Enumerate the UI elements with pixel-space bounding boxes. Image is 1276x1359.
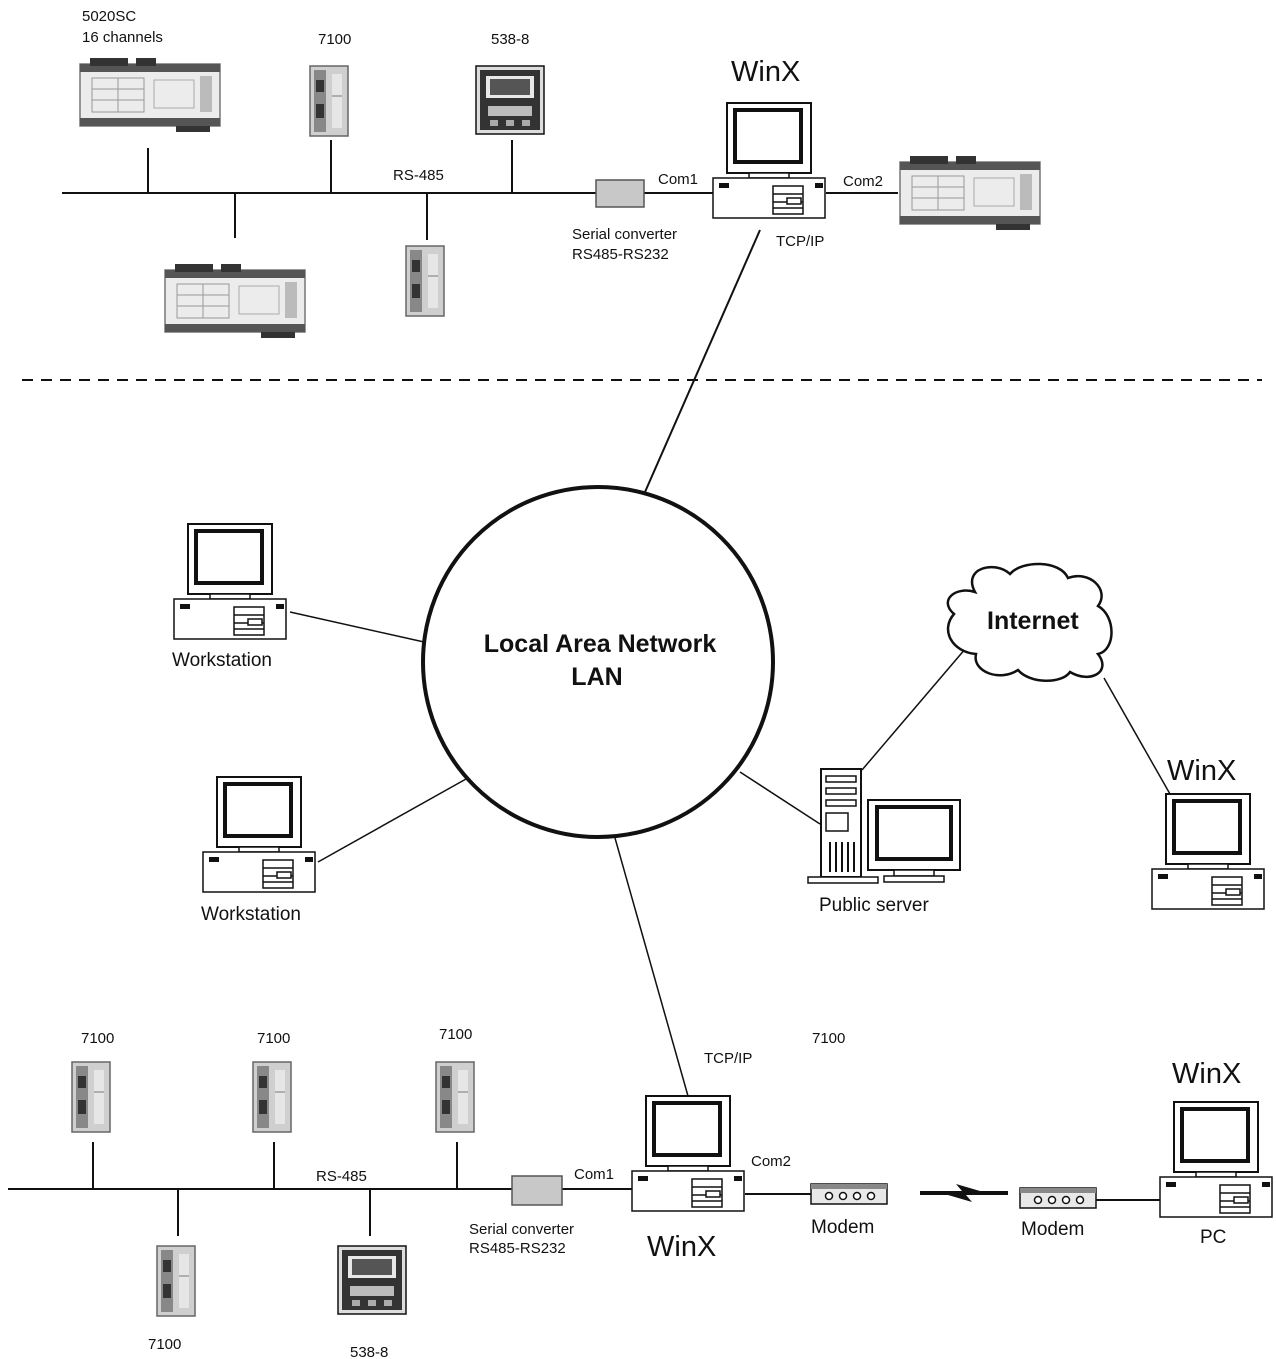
bottom-modem-2 [1019,1187,1097,1209]
bottom-7100-label-3: 7100 [439,1026,472,1043]
bottom-converter-label: Serial converter [469,1221,574,1238]
bottom-7100-device-1 [71,1061,111,1133]
top-converter-label: Serial converter [572,226,677,243]
workstation-1-computer [172,522,288,641]
bottom-winx-label: WinX [647,1231,716,1263]
top-7100-label: 7100 [318,31,351,48]
bottom-7100-device-3 [435,1061,475,1133]
lan-subtitle: LAN [571,663,622,691]
internet-cloud [946,562,1113,682]
top-7100-device-lower [405,245,445,317]
public-server-computer [807,768,961,884]
bottom-tcpip-label: TCP/IP [704,1050,752,1067]
lan-title: Local Area Network [484,630,717,658]
bottom-serial-converter [511,1175,563,1206]
lan-connections [289,611,1171,1097]
top-winx-label: WinX [731,56,800,88]
remote-winx-label: WinX [1167,755,1236,787]
top-538-label: 538-8 [491,31,529,48]
bottom-7100-label-2: 7100 [257,1030,290,1047]
lan-circle [421,485,775,839]
top-tcpip-label: TCP/IP [776,233,824,250]
remote-winx-computer [1150,792,1266,911]
internet-label: Internet [987,607,1079,635]
bottom-modem-1-label: Modem [811,1217,874,1238]
top-converter-sublabel: RS485-RS232 [572,246,669,263]
bottom-pc-computer [1158,1100,1274,1219]
top-5020sc-device-lower [164,263,306,339]
bottom-connections [8,1142,1160,1236]
top-5020sc-device [79,57,221,133]
bottom-rs485-label: RS-485 [316,1168,367,1185]
bottom-7100-label-4: 7100 [812,1030,845,1047]
bottom-7100-label-5: 7100 [148,1336,181,1353]
bottom-538-meter [337,1245,407,1315]
top-com1-label: Com1 [658,171,698,188]
top-5020sc-label: 5020SC [82,8,136,25]
top-7100-device [309,65,349,137]
lightning-link-icon [920,1184,1008,1202]
top-serial-converter [595,179,645,208]
bottom-modem-2-label: Modem [1021,1219,1084,1240]
bottom-7100-label-1: 7100 [81,1030,114,1047]
public-server-label: Public server [819,895,929,916]
bottom-pc-label: PC [1200,1227,1226,1248]
top-5020sc-sublabel: 16 channels [82,29,163,46]
top-538-meter [475,65,545,135]
bottom-modem-1 [810,1183,888,1205]
bottom-com2-label: Com2 [751,1153,791,1170]
workstation-1-label: Workstation [172,650,272,671]
bottom-pc-winx-label: WinX [1172,1058,1241,1090]
top-winx-computer [711,101,827,220]
top-rs485-label: RS-485 [393,167,444,184]
top-com2-label: Com2 [843,173,883,190]
bottom-converter-sublabel: RS485-RS232 [469,1240,566,1257]
workstation-2-label: Workstation [201,904,301,925]
top-5020sc-device-com2 [899,155,1041,231]
bottom-7100-device-4 [156,1245,196,1317]
bottom-com1-label: Com1 [574,1166,614,1183]
workstation-2-computer [201,775,317,894]
top-connections [62,140,898,493]
bottom-winx-computer [630,1094,746,1213]
bottom-7100-device-2 [252,1061,292,1133]
bottom-538-label: 538-8 [350,1344,388,1359]
